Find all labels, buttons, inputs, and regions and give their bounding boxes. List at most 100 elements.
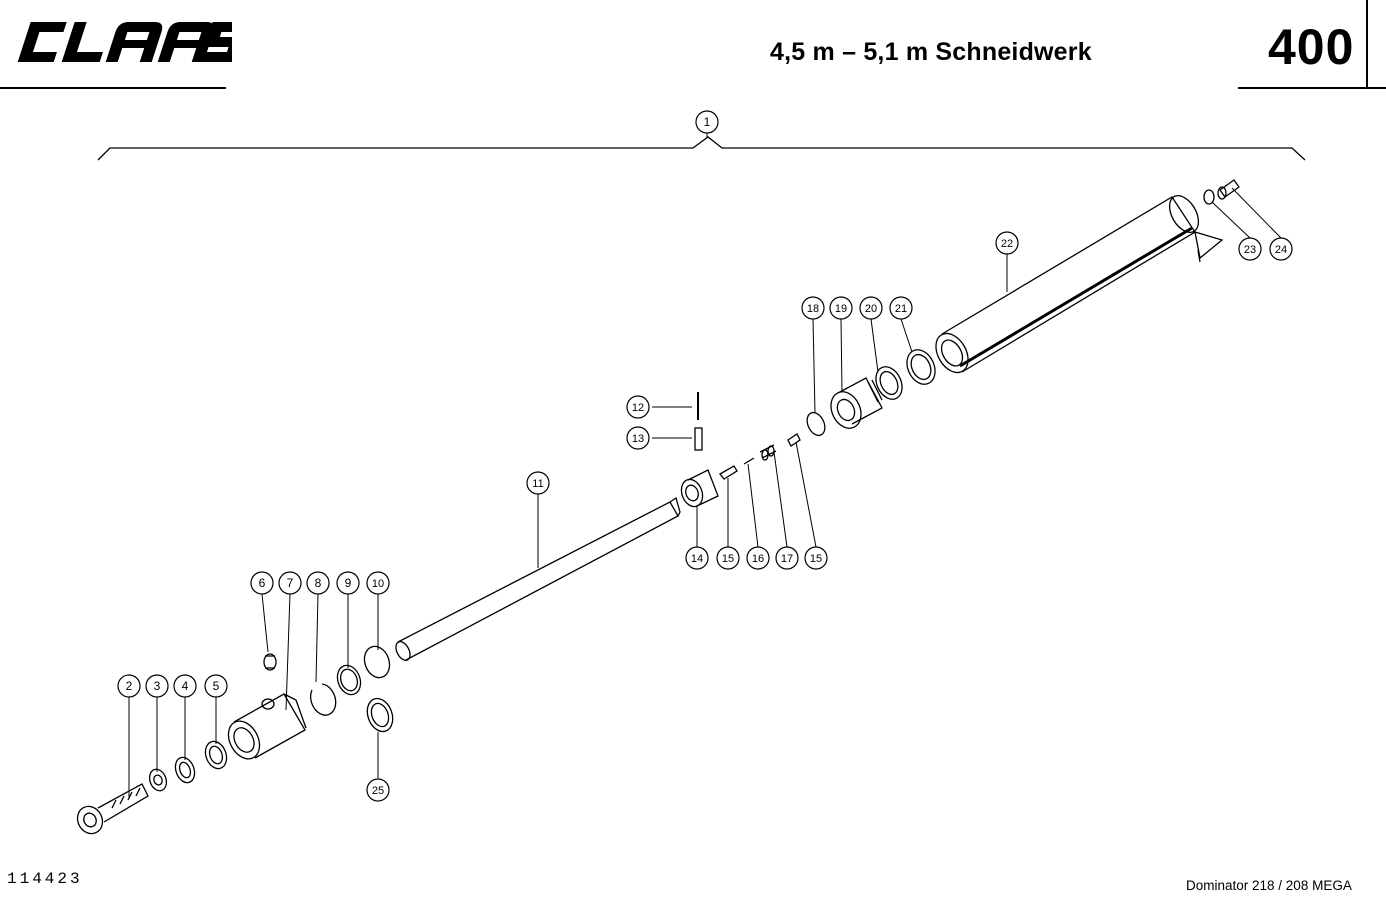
callout-circle (746, 546, 770, 570)
callout-14: 14 (685, 546, 709, 570)
callout-3: 3 (145, 674, 169, 698)
sleeve-part (694, 427, 703, 451)
callout-20: 20 (859, 296, 883, 320)
callout-circle (306, 571, 330, 595)
callout-circle (117, 674, 141, 698)
o-ring (806, 411, 826, 437)
cylinder-tube (935, 195, 1224, 374)
callout-label: 24 (1275, 244, 1287, 256)
callout-5: 5 (204, 674, 228, 698)
fitting-part (263, 653, 277, 671)
callout-circle (995, 231, 1019, 255)
callout-circle (626, 395, 650, 419)
callout-circle (1269, 237, 1293, 261)
snap-ring-8 (310, 683, 337, 716)
callout-circle (859, 296, 883, 320)
callout-label: 4 (182, 679, 189, 693)
callout-circle (278, 571, 302, 595)
seal-4 (174, 756, 196, 784)
callout-label: 17 (781, 553, 793, 565)
callout-circle (716, 546, 740, 570)
callout-24: 24 (1269, 237, 1293, 261)
header-rule-left (0, 87, 226, 89)
callout-2: 2 (117, 674, 141, 698)
grease-nipple-part (1217, 179, 1240, 200)
header-rule-vertical (1366, 0, 1368, 89)
callout-circle (366, 778, 390, 802)
callout-circle (626, 426, 650, 450)
callout-17: 17 (775, 546, 799, 570)
callout-19: 19 (829, 296, 853, 320)
assembly-bracket (97, 136, 1306, 161)
page-title: 4,5 m – 5,1 m Schneidwerk (770, 38, 1092, 66)
page-number: 400 (1268, 19, 1355, 75)
callout-label: 22 (1001, 238, 1013, 250)
leader-lines (128, 133, 1282, 798)
callout-circle (804, 546, 828, 570)
callout-label: 23 (1244, 244, 1256, 256)
callout-label: 13 (632, 433, 644, 445)
callout-23: 23 (1238, 237, 1262, 261)
callout-circle (685, 546, 709, 570)
callout-label: 5 (213, 679, 220, 693)
callout-label: 20 (865, 303, 877, 315)
callout-label: 6 (259, 576, 266, 590)
callout-label: 16 (752, 553, 764, 565)
callout-10: 10 (366, 571, 390, 595)
callout-circle (695, 110, 719, 134)
callout-8: 8 (306, 571, 330, 595)
callout-25: 25 (366, 778, 390, 802)
callout-circle (336, 571, 360, 595)
callout-label: 14 (691, 553, 703, 565)
callout-label: 21 (895, 303, 907, 315)
document-number: 114423 (7, 870, 83, 888)
callout-label: 15 (722, 553, 734, 565)
callout-21: 21 (889, 296, 913, 320)
callout-label: 25 (372, 785, 384, 797)
callout-circle (889, 296, 913, 320)
ring-9 (336, 664, 362, 696)
eye-bolt (76, 783, 149, 835)
callout-circle (204, 674, 228, 698)
callout-label: 8 (315, 576, 322, 590)
callout-label: 10 (372, 578, 384, 590)
callout-22: 22 (995, 231, 1019, 255)
callout-12: 12 (626, 395, 650, 419)
machine-model: Dominator 218 / 208 MEGA (1186, 878, 1352, 893)
callout-label: 7 (287, 576, 294, 590)
callout-13: 13 (626, 426, 650, 450)
callout-circle (1238, 237, 1262, 261)
callout-7: 7 (278, 571, 302, 595)
o-ring-10 (363, 645, 391, 679)
washer-part (1203, 189, 1215, 205)
callout-label: 2 (126, 679, 133, 693)
callout-circle (145, 674, 169, 698)
callout-16: 16 (746, 546, 770, 570)
callout-1: 1 (695, 110, 719, 134)
callout-label: 12 (632, 402, 644, 414)
callout-circle (526, 471, 550, 495)
callout-circle (829, 296, 853, 320)
callout-15: 15 (716, 546, 740, 570)
nut-3 (148, 768, 168, 792)
ring-25 (366, 697, 394, 733)
callout-label: 1 (704, 115, 711, 129)
callout-circle (775, 546, 799, 570)
seal-ring (875, 366, 903, 400)
callout-15: 15 (804, 546, 828, 570)
bushing-part (680, 469, 719, 508)
callout-4: 4 (173, 674, 197, 698)
callout-circle (366, 571, 390, 595)
callout-label: 15 (810, 553, 822, 565)
callout-label: 18 (807, 303, 819, 315)
callout-11: 11 (526, 471, 550, 495)
claas-logo (17, 22, 232, 62)
piston-rod (395, 496, 681, 661)
small-valve-parts (719, 433, 801, 480)
callout-6: 6 (250, 571, 274, 595)
callout-label: 19 (835, 303, 847, 315)
callout-label: 9 (345, 576, 352, 590)
piston-part (830, 377, 883, 429)
